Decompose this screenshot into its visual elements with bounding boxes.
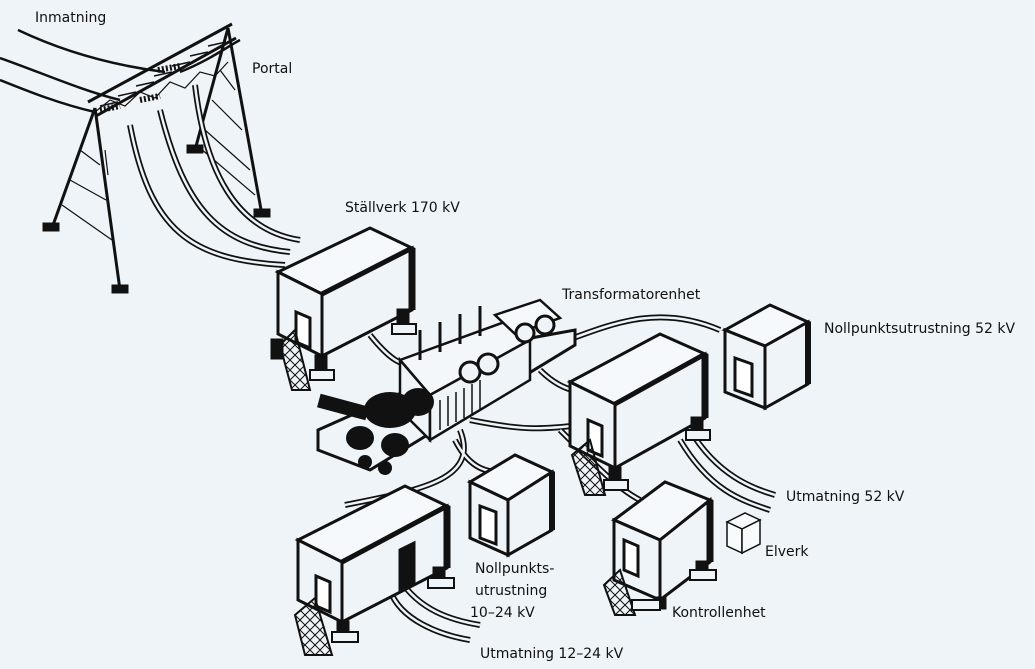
transformer-unit [316,298,577,475]
label-elverk: Elverk [765,544,809,560]
label-stallverk: Ställverk 170 kV [345,200,460,216]
label-nollpunkt-line2: utrustning [475,583,548,599]
portal-cables [127,84,301,268]
label-kontroll: Kontrollenhet [672,605,766,621]
label-portal: Portal [252,61,293,77]
label-nollpunkt-line1: Nollpunkts- [475,561,555,577]
label-inmatning: Inmatning [35,10,107,26]
container-52kv [566,332,711,496]
container-12-24kv [293,484,455,656]
label-nollpunkt-52: Nollpunktsutrustning 52 kV [824,321,1016,337]
label-nollpunkt-line3: 10–24 kV [470,605,535,621]
control-unit [602,480,717,616]
switchgear-container [270,226,417,391]
label-utmatning-12-24: Utmatning 12–24 kV [480,646,624,662]
incoming-lines [0,28,241,114]
neutral-point-equipment-52kv [721,303,812,411]
generator-unit [725,512,762,555]
label-utmatning-52: Utmatning 52 kV [786,489,905,505]
portal-tower [42,22,271,294]
label-transformator: Transformatorenhet [562,287,701,303]
neutral-point-equipment-10-24kv [466,453,556,558]
